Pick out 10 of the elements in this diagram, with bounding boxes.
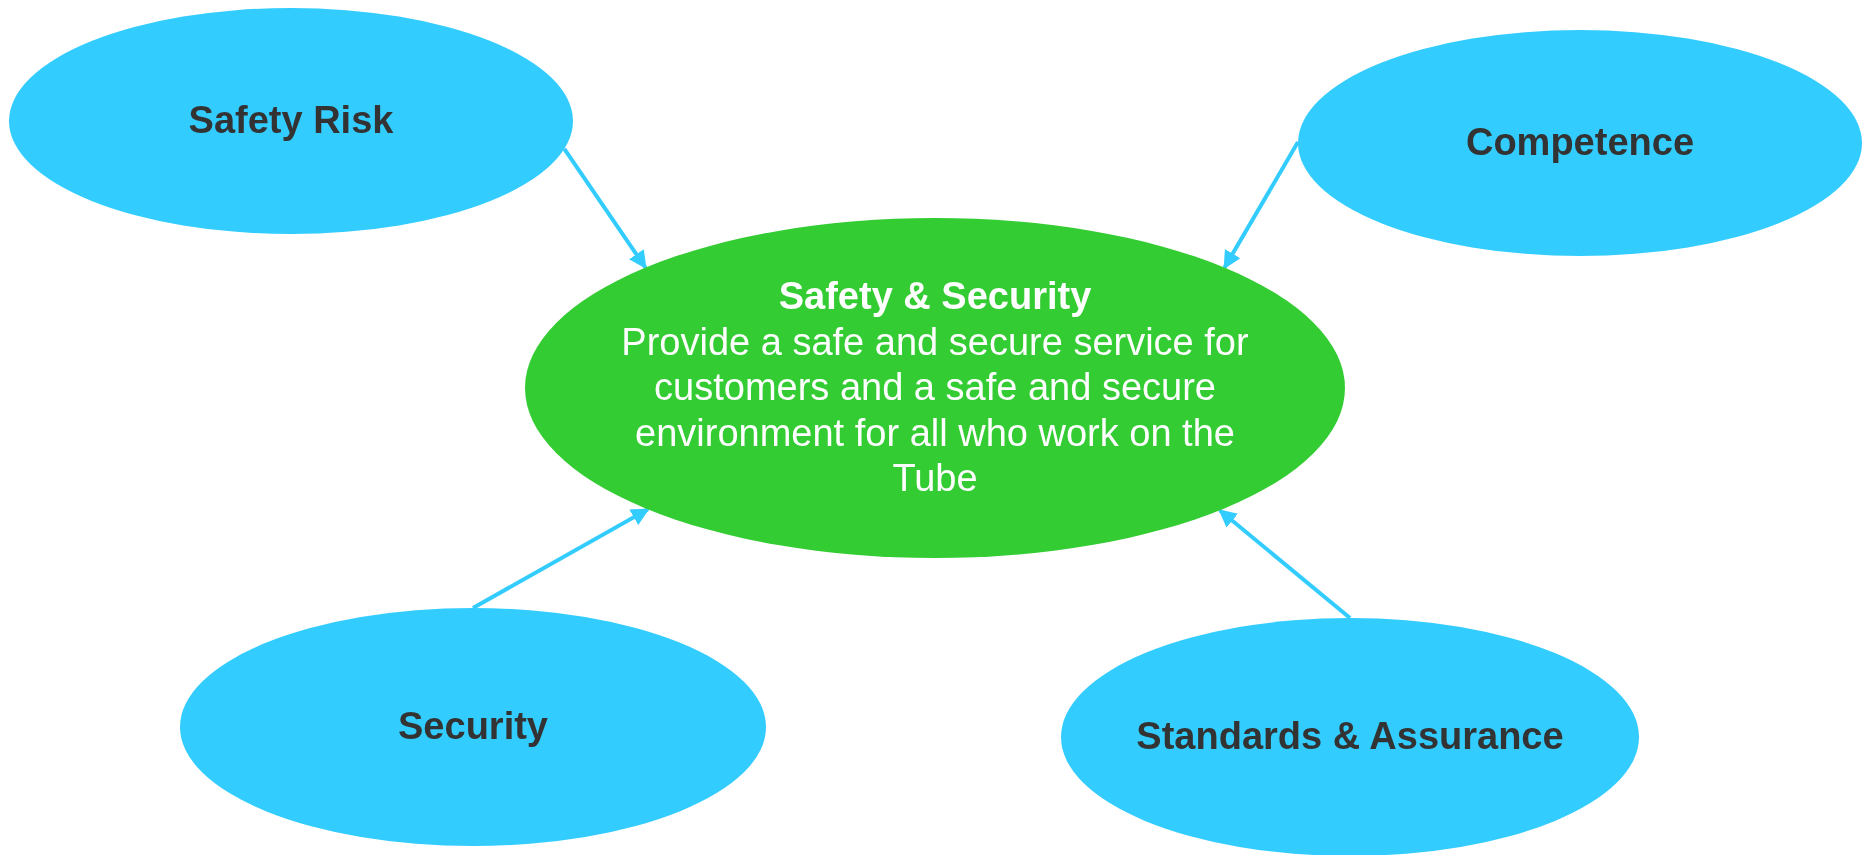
- arrow: [1222, 141, 1300, 270]
- node-label: Competence: [1465, 120, 1695, 166]
- node-label: Standards & Assurance: [1136, 714, 1564, 760]
- node-title: Safety & Security: [778, 274, 1092, 319]
- node-description: Provide a safe and secure service for customers and a safe and secure environment for all who work on the Tube: [620, 319, 1250, 502]
- node-label: Security: [398, 704, 548, 750]
- arrow: [472, 507, 650, 610]
- arrow: [562, 147, 648, 270]
- node-label: Safety Risk: [188, 98, 394, 144]
- arrow: [1218, 508, 1352, 620]
